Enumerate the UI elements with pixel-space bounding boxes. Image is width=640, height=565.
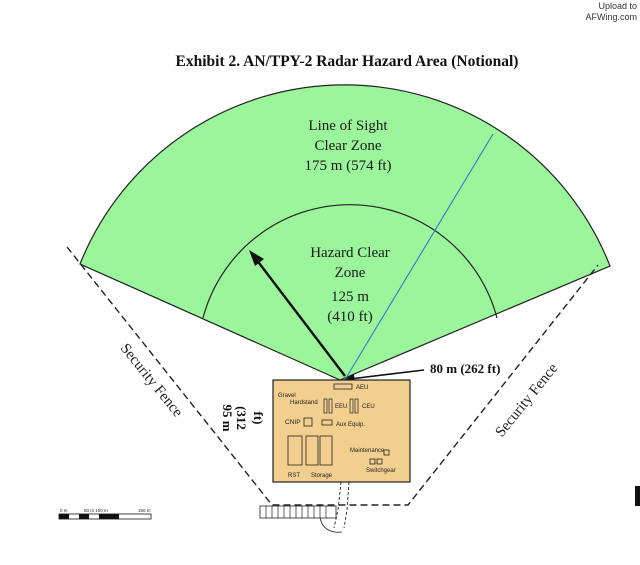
- aeu-box: [333, 383, 353, 390]
- outer-zone-line3: 175 m (574 ft): [304, 158, 391, 174]
- dim-95m-line1: 95 m: [220, 404, 235, 431]
- scale-bar-segment-1: [59, 514, 69, 519]
- rst-box-1: [287, 435, 303, 466]
- inner-zone-line2: Zone: [335, 265, 366, 281]
- scale-bar-segment-2: [79, 514, 89, 519]
- parking-area: [259, 505, 337, 519]
- outer-zone-line1: Line of Sight: [308, 118, 388, 134]
- parking-stalls: [265, 506, 327, 518]
- inner-zone-line3: 125 m: [331, 289, 369, 305]
- aux-equip-box: [321, 419, 333, 426]
- scale-bar-segment-3: [99, 514, 119, 519]
- inner-zone-line1: Hazard Clear: [310, 245, 390, 261]
- aux-equip-label: Aux Equip.: [336, 422, 365, 428]
- eeu-box-1: [323, 398, 328, 414]
- scale-bar-mid-label: 50 m 100 m: [84, 508, 108, 513]
- dim-95m-line2: (312: [234, 406, 249, 430]
- security-fence-right-label: Security Fence: [492, 360, 561, 440]
- hazard-radius-arrow: [255, 258, 346, 377]
- security-fence-line: [66, 246, 599, 506]
- exhibit-title: Exhibit 2. AN/TPY-2 Radar Hazard Area (N…: [176, 53, 519, 70]
- hazard-radius-arrowhead: [249, 250, 264, 266]
- scale-bar-right-label: 150 m: [138, 508, 151, 513]
- aeu-label: AEU: [356, 385, 368, 391]
- switchgear-box-2: [376, 458, 383, 465]
- los-radius-line: [345, 133, 494, 379]
- scale-bar-left-label: 0 m: [60, 508, 68, 513]
- switchgear-box-1: [369, 458, 376, 465]
- callout-80m-leader: [349, 369, 425, 380]
- edge-mark: [635, 486, 640, 506]
- callout-80m-label: 80 m (262 ft): [430, 361, 500, 376]
- watermark-line1: Upload to: [598, 1, 637, 11]
- cnip-label: CNIP: [285, 419, 301, 426]
- access-road: [333, 481, 350, 529]
- rst-label: RST: [288, 473, 300, 479]
- watermark-line2: AFWing.com: [585, 12, 637, 22]
- ceu-box-2: [354, 398, 359, 414]
- switchgear-label: Switchgear: [366, 468, 396, 474]
- inner-zone-line4: (410 ft): [327, 309, 372, 325]
- ceu-label: CEU: [362, 404, 375, 410]
- road-curve: [319, 517, 343, 533]
- maintenance-label: Maintenance: [350, 448, 385, 454]
- hazard-clear-zone-arc: [202, 204, 498, 319]
- cnip-box: [303, 417, 313, 427]
- maintenance-box: [383, 449, 390, 456]
- storage-box-1: [305, 435, 319, 466]
- gravel-label: Gravel: [278, 393, 296, 399]
- hardstand-label: Hardstand: [290, 400, 318, 406]
- dim-95m-line3: ft): [251, 412, 266, 425]
- eeu-label: EEU: [335, 404, 347, 410]
- outer-zone-line2: Clear Zone: [314, 138, 381, 154]
- eeu-box-2: [328, 398, 333, 414]
- storage-box-2: [319, 435, 333, 466]
- ceu-box-1: [349, 398, 354, 414]
- storage-label: Storage: [311, 473, 333, 479]
